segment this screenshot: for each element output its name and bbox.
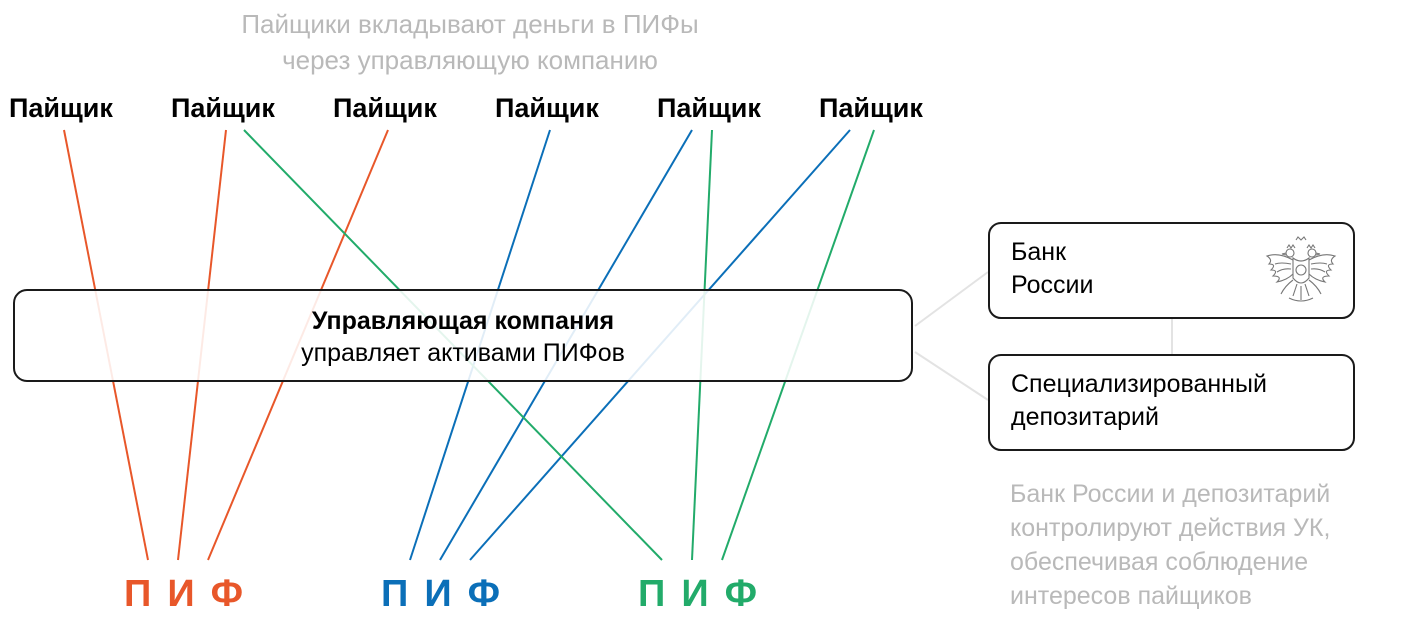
investor-label-6: Пайщик — [819, 93, 923, 123]
top-caption-line1: Пайщики вкладывают деньги в ПИФы — [241, 9, 699, 39]
fund-letter: П — [638, 573, 666, 615]
investor-label-3: Пайщик — [333, 93, 437, 123]
depository-label-line2: депозитарий — [1011, 403, 1159, 431]
connector-uk-depository — [914, 351, 989, 401]
double-headed-eagle-icon — [1265, 236, 1337, 302]
management-company-subtitle: управляет активами ПИФов — [301, 339, 625, 367]
depository-box: Специализированный депозитарий — [988, 354, 1355, 451]
bank-label-line1: Банк — [1011, 238, 1067, 266]
management-company-title: Управляющая компания — [311, 307, 615, 335]
fund-letter: И — [424, 573, 452, 615]
fund-letter: Ф — [724, 573, 758, 615]
investor-label-2: Пайщик — [171, 93, 275, 123]
bank-of-russia-label: Банк России — [1011, 236, 1093, 302]
fund-letter: П — [124, 573, 152, 615]
fund-letter: Ф — [210, 573, 244, 615]
investor-label-5: Пайщик — [657, 93, 761, 123]
depository-label: Специализированный депозитарий — [1011, 368, 1267, 434]
fund-letter: П — [381, 573, 409, 615]
fund-letter: И — [681, 573, 709, 615]
bank-label-line2: России — [1011, 271, 1094, 299]
investor-label-4: Пайщик — [495, 93, 599, 123]
bank-of-russia-box: Банк России — [988, 222, 1355, 319]
depository-label-line1: Специализированный — [1011, 370, 1267, 398]
bottom-caption-line2: контролируют действия УК, — [1010, 514, 1331, 542]
connector-uk-bank — [914, 271, 989, 327]
company-box-veil — [14, 290, 912, 381]
top-caption: Пайщики вкладывают деньги в ПИФы через у… — [170, 6, 770, 78]
investor-label-1: Пайщик — [9, 93, 113, 123]
bottom-caption: Банк России и депозитарий контролируют д… — [1010, 477, 1400, 613]
bottom-caption-line4: интересов пайщиков — [1010, 582, 1252, 610]
fund-letter: И — [167, 573, 195, 615]
management-company-box: Управляющая компания управляет активами … — [13, 289, 913, 382]
bottom-caption-line1: Банк России и депозитарий — [1010, 480, 1331, 508]
top-caption-line2: через управляющую компанию — [282, 45, 658, 75]
fund-letter: Ф — [467, 573, 501, 615]
bottom-caption-line3: обеспечивая соблюдение — [1010, 548, 1309, 576]
